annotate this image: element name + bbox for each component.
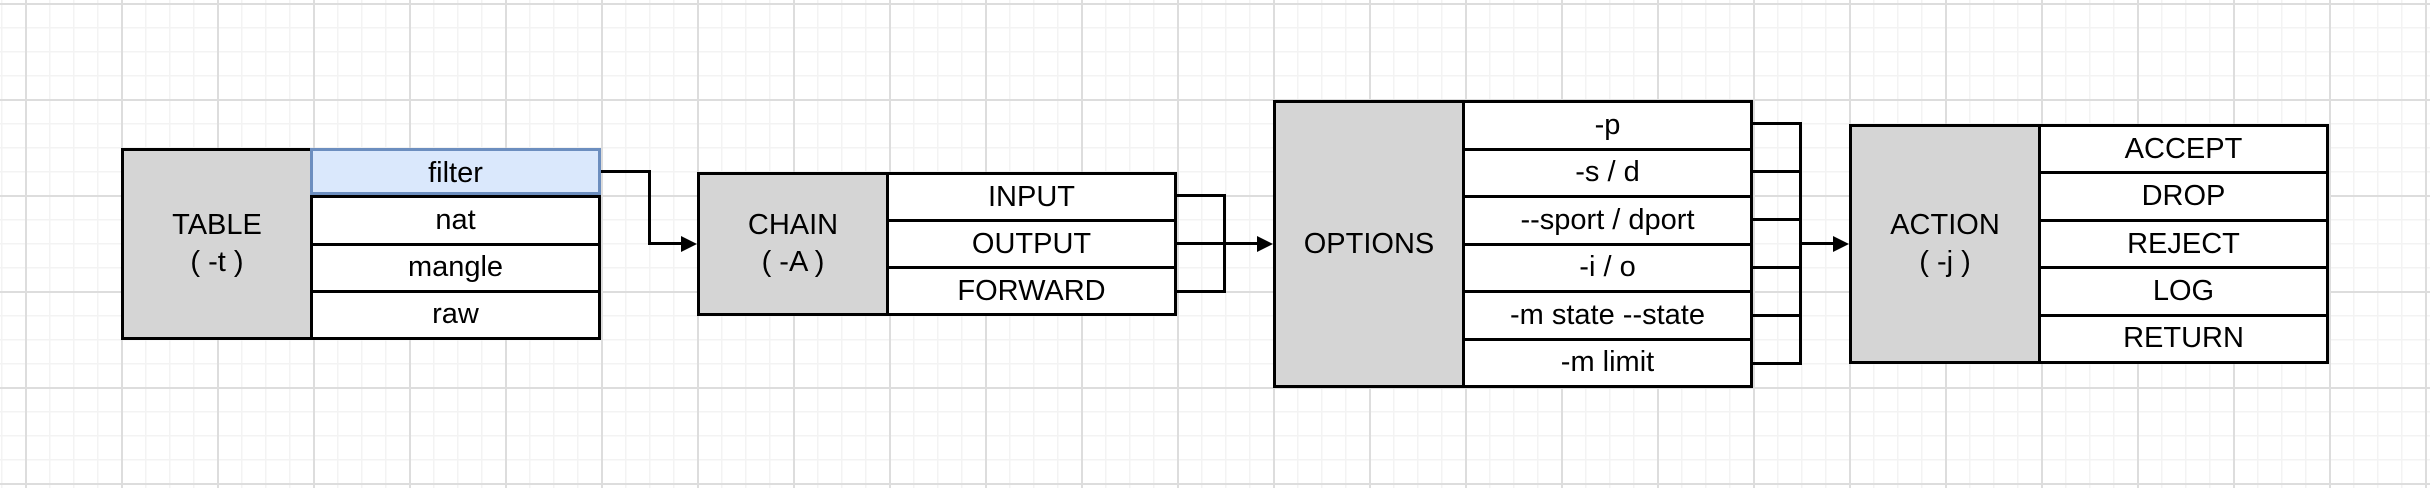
node-options-s-d[interactable]: -s / d [1465, 150, 1750, 198]
node-table-raw[interactable]: raw [313, 292, 598, 337]
node-label: REJECT [2127, 227, 2240, 260]
node-group-table: TABLE ( -t ) filter nat mangle raw [121, 147, 601, 340]
connector-options-io-stub [1753, 266, 1801, 269]
connector-filter-to-chain-v [648, 170, 651, 245]
connector-chain-forward-stub [1177, 290, 1225, 293]
node-label: FORWARD [957, 274, 1106, 307]
node-table-nat[interactable]: nat [313, 198, 598, 246]
node-label: -s / d [1575, 156, 1640, 189]
node-options-sport-dport[interactable]: --sport / dport [1465, 198, 1750, 246]
node-group-options: OPTIONS -p -s / d --sport / dport -i / o… [1273, 100, 1753, 388]
node-label: LOG [2152, 274, 2215, 307]
arrowhead-into-chain-icon [681, 236, 697, 252]
node-label: INPUT [988, 180, 1075, 213]
connector-chain-input-stub [1177, 194, 1225, 197]
node-table-flag: ( -t ) [190, 246, 244, 278]
node-options-m-limit[interactable]: -m limit [1465, 340, 1750, 385]
options-rows: -p -s / d --sport / dport -i / o -m stat… [1465, 100, 1753, 388]
table-rows: filter nat mangle raw [310, 147, 601, 340]
node-chain-header[interactable]: CHAIN ( -A ) [697, 172, 889, 316]
node-table-mangle[interactable]: mangle [313, 245, 598, 293]
node-label: -i / o [1579, 251, 1636, 284]
chain-rows: INPUT OUTPUT FORWARD [889, 172, 1177, 316]
connector-filter-to-chain-h2 [648, 242, 683, 245]
node-table-title: TABLE [172, 209, 262, 241]
connector-options-p-stub [1753, 122, 1801, 125]
node-group-action: ACTION ( -j ) ACCEPT DROP REJECT LOG RET… [1849, 124, 2329, 364]
arrowhead-into-action-icon [1833, 236, 1849, 252]
node-action-header[interactable]: ACTION ( -j ) [1849, 124, 2041, 364]
node-action-reject[interactable]: REJECT [2041, 221, 2326, 270]
node-label: --sport / dport [1520, 203, 1695, 236]
connector-filter-to-chain-h1 [601, 170, 651, 173]
node-action-accept[interactable]: ACCEPT [2041, 127, 2326, 175]
node-chain-input[interactable]: INPUT [889, 175, 1174, 222]
connector-options-sport-stub [1753, 218, 1801, 221]
node-label: ACCEPT [2124, 132, 2243, 165]
node-table-filter[interactable]: filter [310, 147, 601, 199]
node-options-i-o[interactable]: -i / o [1465, 245, 1750, 293]
action-rows: ACCEPT DROP REJECT LOG RETURN [2041, 124, 2329, 364]
node-label: filter [428, 156, 483, 189]
node-label: mangle [407, 251, 504, 284]
connector-options-mlimit-stub [1753, 362, 1801, 365]
node-chain-flag: ( -A ) [761, 246, 825, 278]
connector-options-mstate-stub [1753, 314, 1801, 317]
connector-options-to-action-h [1799, 242, 1835, 245]
node-options-header[interactable]: OPTIONS [1273, 100, 1465, 388]
node-options-p[interactable]: -p [1465, 103, 1750, 151]
connector-chain-output-stub [1177, 242, 1225, 245]
node-label: OUTPUT [971, 227, 1092, 260]
node-action-flag: ( -j ) [1919, 246, 1971, 278]
node-action-log[interactable]: LOG [2041, 269, 2326, 317]
connector-chain-to-options-h [1223, 242, 1259, 245]
node-options-m-state[interactable]: -m state --state [1465, 293, 1750, 341]
node-label: RETURN [2123, 322, 2244, 355]
node-label: -m state --state [1510, 298, 1705, 331]
node-label: -p [1594, 108, 1621, 141]
node-label: DROP [2141, 180, 2226, 213]
node-action-return[interactable]: RETURN [2041, 316, 2326, 362]
node-chain-forward[interactable]: FORWARD [889, 269, 1174, 313]
node-action-title: ACTION [1890, 209, 2000, 241]
connector-options-sd-stub [1753, 170, 1801, 173]
node-chain-title: CHAIN [747, 209, 839, 241]
node-table-header[interactable]: TABLE ( -t ) [121, 148, 313, 340]
node-chain-output[interactable]: OUTPUT [889, 222, 1174, 269]
node-label: raw [432, 298, 479, 331]
node-group-chain: CHAIN ( -A ) INPUT OUTPUT FORWARD [697, 172, 1177, 316]
arrowhead-into-options-icon [1257, 236, 1273, 252]
node-label: nat [435, 203, 476, 236]
node-options-title: OPTIONS [1303, 227, 1435, 260]
node-action-drop[interactable]: DROP [2041, 174, 2326, 222]
node-label: -m limit [1560, 346, 1655, 379]
